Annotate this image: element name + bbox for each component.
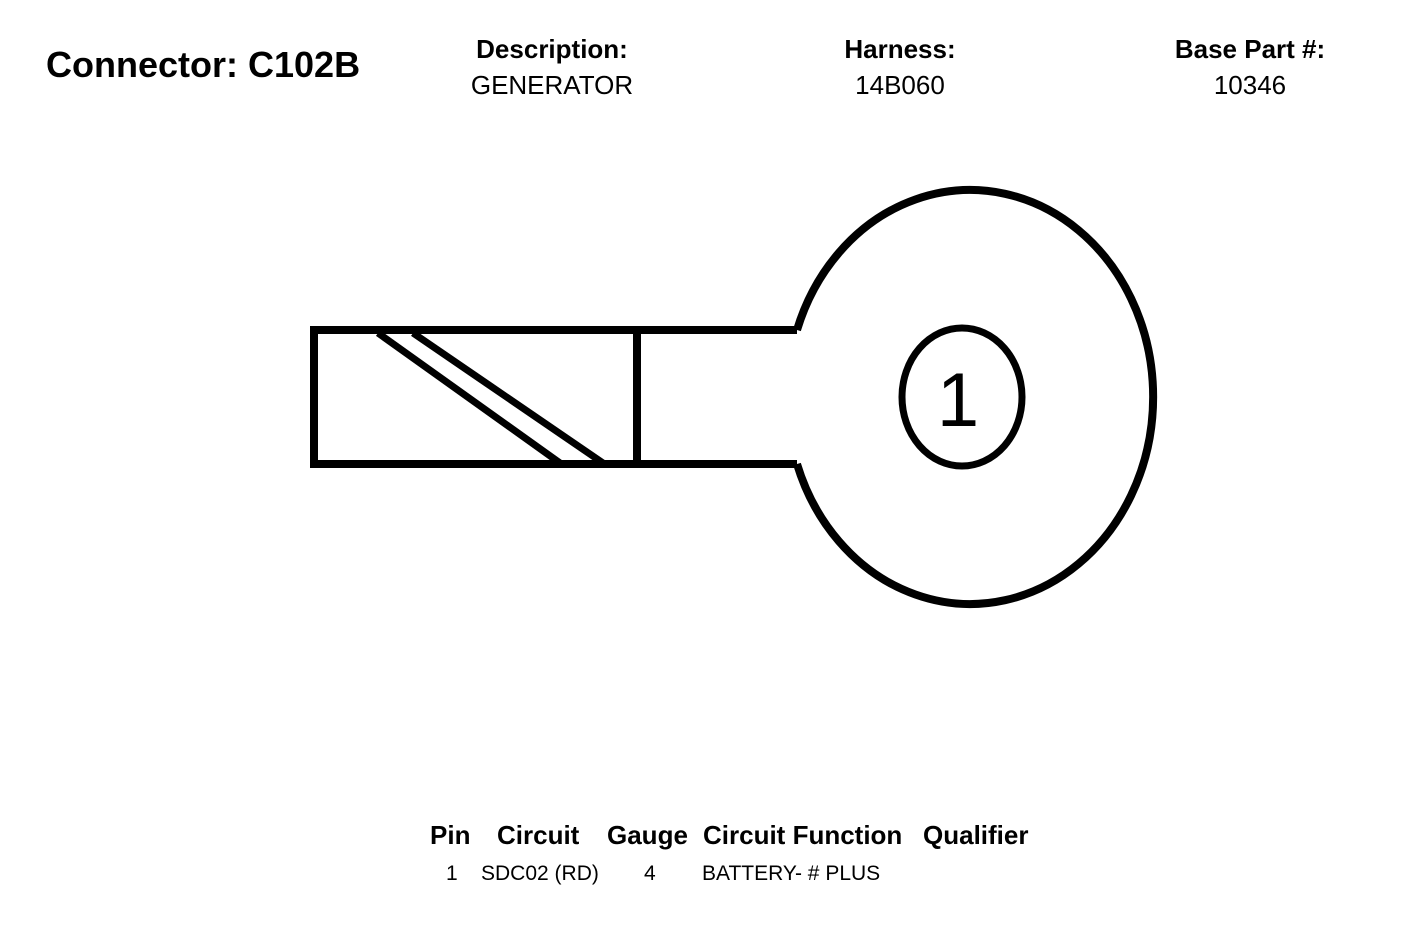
gauge-column-header: Gauge: [607, 820, 688, 850]
wire-stripe-2: [411, 330, 605, 466]
row-pin: 1: [446, 862, 458, 885]
connector-title: Connector: C102B: [46, 44, 360, 86]
connector-id: C102B: [248, 44, 361, 85]
base-part-field: Base Part #: 10346: [1150, 32, 1350, 104]
row-gauge: 4: [644, 862, 656, 885]
terminal-barrel: [310, 326, 797, 468]
base-part-value: 10346: [1213, 70, 1287, 100]
connector-label: Connector:: [46, 44, 238, 85]
pin-circle: [898, 324, 1026, 470]
function-column-header: Circuit Function: [703, 820, 903, 850]
description-field: Description: GENERATOR: [452, 32, 652, 104]
harness-label: Harness:: [844, 34, 956, 64]
qualifier-column-header: Qualifier: [923, 820, 1029, 850]
terminal-ring: [793, 186, 1158, 608]
description-value: GENERATOR: [470, 70, 634, 100]
harness-value: 14B060: [855, 70, 945, 100]
row-circuit: SDC02 (RD): [481, 862, 599, 885]
base-part-label: Base Part #:: [1174, 34, 1326, 64]
description-label: Description:: [476, 34, 628, 64]
row-function: BATTERY- # PLUS: [702, 862, 881, 885]
circuit-column-header: Circuit: [497, 820, 580, 850]
harness-field: Harness: 14B060: [800, 32, 1000, 104]
pin-number-label: 1: [937, 358, 979, 443]
wire-stripe-1: [375, 330, 563, 466]
pin-column-header: Pin: [430, 820, 471, 850]
